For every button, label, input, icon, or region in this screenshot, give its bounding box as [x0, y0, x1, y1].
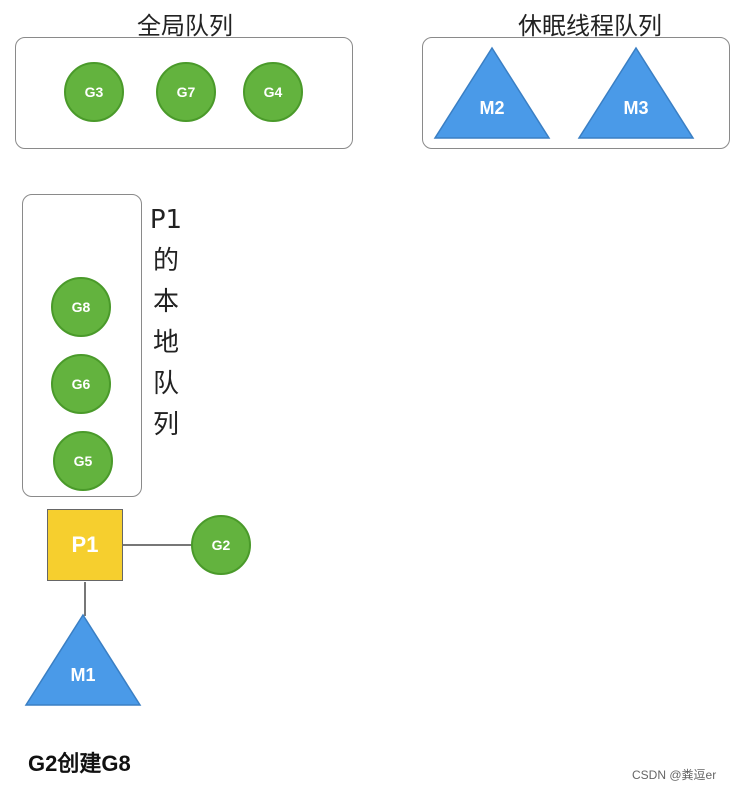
- sleep-thread-queue-box: M2 M3: [422, 37, 730, 149]
- goroutine-g7: G7: [156, 62, 216, 122]
- local-queue-box: G8 G6 G5: [22, 194, 142, 497]
- thread-m3-label: M3: [623, 98, 649, 118]
- goroutine-g6: G6: [51, 354, 111, 414]
- goroutine-g2: G2: [191, 515, 251, 575]
- thread-m1: M1: [24, 613, 142, 707]
- watermark: CSDN @粪逗er: [632, 768, 717, 782]
- goroutine-g4: G4: [243, 62, 303, 122]
- global-queue-title: 全局队列: [137, 12, 233, 40]
- thread-m2-label: M2: [479, 98, 505, 118]
- goroutine-g3: G3: [64, 62, 124, 122]
- local-queue-label-char: 的: [152, 246, 179, 276]
- local-queue-label-char: 队: [152, 369, 179, 399]
- local-queue-label-char: 本: [152, 287, 179, 317]
- local-queue-label-char: 列: [152, 410, 179, 440]
- thread-m3: M3: [577, 46, 695, 140]
- local-queue-label-char: P1: [149, 205, 183, 235]
- p1-g2-connector: [123, 544, 193, 546]
- p1-m1-connector: [84, 582, 86, 616]
- goroutine-g8: G8: [51, 277, 111, 337]
- global-queue-box: G3 G7 G4: [15, 37, 353, 149]
- thread-m1-label: M1: [70, 665, 96, 685]
- diagram-caption: G2创建G8: [28, 751, 131, 776]
- thread-m2: M2: [433, 46, 551, 140]
- goroutine-g5: G5: [53, 431, 113, 491]
- processor-p1: P1: [47, 509, 123, 581]
- sleep-thread-queue-title: 休眠线程队列: [518, 12, 662, 40]
- local-queue-label-char: 地: [152, 328, 179, 358]
- local-queue-label: P1 的 本 地 队 列: [146, 200, 186, 446]
